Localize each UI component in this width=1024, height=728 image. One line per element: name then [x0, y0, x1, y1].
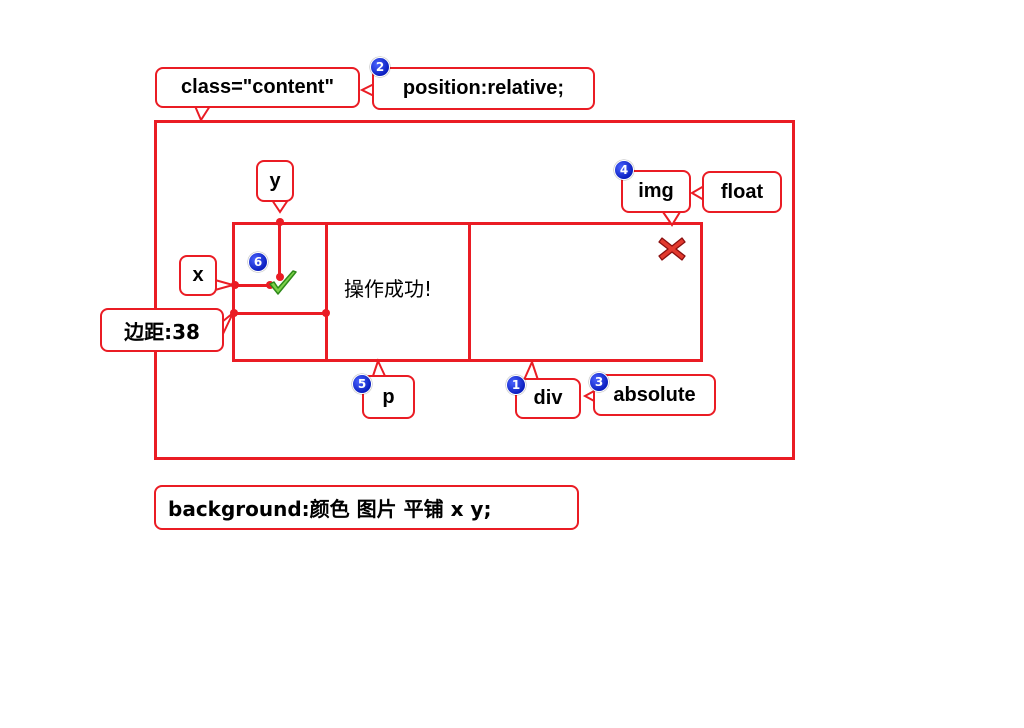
x-guide-line	[233, 284, 271, 287]
badge-3: 3	[589, 372, 609, 392]
paragraph-text: 操作成功!	[344, 277, 433, 301]
p-label: p	[362, 375, 415, 419]
check-icon	[269, 270, 297, 295]
y-guide-dot-top	[276, 218, 284, 226]
margin-guide-dot-right	[322, 309, 330, 317]
content-container	[154, 120, 795, 460]
position-relative-label: position:relative;	[372, 67, 595, 110]
y-label: y	[256, 160, 294, 202]
badge-6: 6	[248, 252, 268, 272]
class-content-label: class="content"	[155, 67, 360, 108]
y-guide-line	[278, 222, 281, 278]
margin-guide-dot-left	[230, 309, 238, 317]
x-label: x	[179, 255, 217, 296]
y-guide-dot-bottom	[276, 273, 284, 281]
badge-1: 1	[506, 375, 526, 395]
margin-label: 边距:38	[100, 308, 224, 352]
badge-4: 4	[614, 160, 634, 180]
background-label: background:颜色 图片 平铺 x y;	[154, 485, 579, 530]
img-label: img	[621, 170, 691, 213]
absolute-label: absolute	[593, 374, 716, 416]
x-guide-dot-left	[231, 281, 239, 289]
badge-2: 2	[370, 57, 390, 77]
float-label: float	[702, 171, 782, 213]
badge-5: 5	[352, 374, 372, 394]
close-icon	[658, 237, 686, 261]
margin-guide-line	[233, 312, 327, 315]
div-label: div	[515, 378, 581, 419]
div-cell	[468, 222, 703, 362]
